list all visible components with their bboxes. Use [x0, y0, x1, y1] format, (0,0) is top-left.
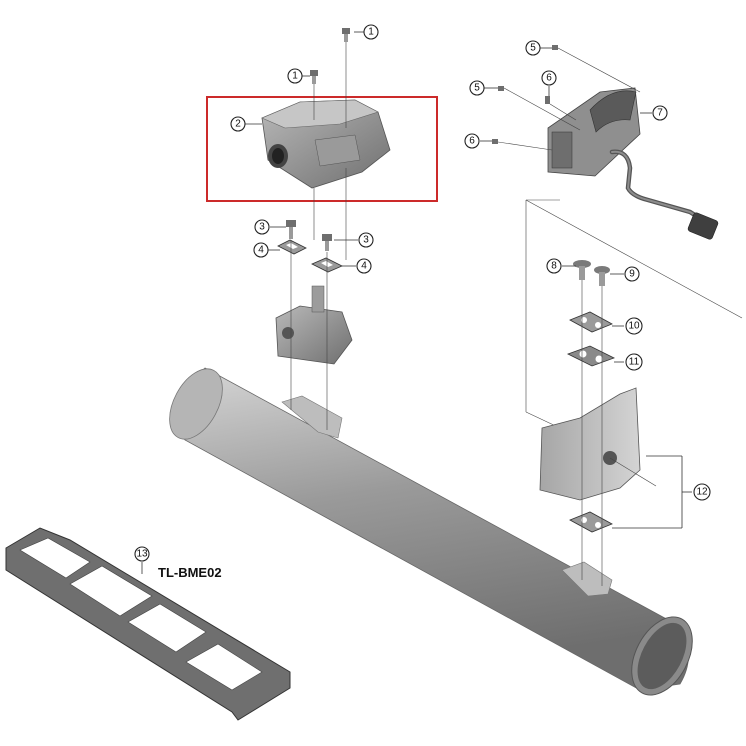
callout-12: 12: [693, 483, 711, 501]
svg-text:11: 11: [629, 357, 640, 368]
svg-text:7: 7: [657, 108, 663, 119]
callout-6-top: 6: [541, 70, 557, 86]
callout-6-left: 6: [464, 133, 480, 149]
svg-text:5: 5: [474, 83, 480, 94]
callout-1-left: 1: [287, 68, 303, 84]
tool-label: TL-BME02: [158, 565, 222, 580]
svg-text:4: 4: [258, 245, 264, 256]
screw-3-left[interactable]: [286, 220, 296, 239]
part-12-cover[interactable]: [539, 387, 641, 501]
screw-3-right[interactable]: [322, 234, 332, 251]
callout-8: 8: [546, 258, 562, 274]
assembly-axes: [290, 42, 657, 586]
callout-4-left: 4: [253, 242, 269, 258]
callout-7: 7: [652, 105, 668, 121]
screw-6-top[interactable]: [545, 96, 550, 104]
svg-text:1: 1: [368, 27, 374, 38]
svg-text:5: 5: [530, 43, 536, 54]
part-13-tool-plate[interactable]: [5, 527, 291, 721]
highlight-box: [206, 96, 438, 202]
svg-text:9: 9: [629, 269, 635, 280]
callout-5-top: 5: [525, 40, 541, 56]
screw-9[interactable]: [594, 266, 610, 286]
handlebar-tube: [169, 367, 693, 696]
svg-text:10: 10: [628, 321, 640, 332]
callout-13: 13: [134, 546, 150, 562]
svg-text:1: 1: [292, 71, 298, 82]
callout-3-right: 3: [358, 232, 374, 248]
callout-leaders: [141, 31, 692, 574]
callout-5-mid: 5: [469, 80, 485, 96]
svg-text:13: 13: [136, 549, 148, 560]
svg-text:3: 3: [363, 235, 369, 246]
svg-text:6: 6: [469, 136, 475, 147]
callout-2: 2: [230, 116, 246, 132]
svg-text:6: 6: [546, 73, 552, 84]
callout-3-left: 3: [254, 219, 270, 235]
gasket-10[interactable]: [569, 311, 613, 333]
screw-1-left[interactable]: [310, 70, 318, 84]
callout-10: 10: [625, 317, 643, 335]
callout-11: 11: [625, 353, 643, 371]
screw-5-mid[interactable]: [498, 86, 504, 91]
lower-clamp-bracket[interactable]: [275, 285, 353, 365]
svg-text:8: 8: [551, 261, 557, 272]
svg-text:12: 12: [696, 487, 708, 498]
callout-4-right: 4: [356, 258, 372, 274]
svg-text:3: 3: [259, 222, 265, 233]
callout-1-top: 1: [363, 24, 379, 40]
part-7-display-unit[interactable]: [547, 87, 719, 240]
callout-9: 9: [624, 266, 640, 282]
screw-6-left[interactable]: [492, 139, 498, 144]
screw-5-top[interactable]: [552, 45, 558, 50]
gasket-11[interactable]: [566, 345, 616, 367]
part-2-upper-housing[interactable]: [261, 99, 391, 189]
gasket-4-left[interactable]: [277, 239, 307, 255]
svg-text:2: 2: [235, 119, 241, 130]
gasket-12-lower[interactable]: [569, 511, 613, 533]
screw-1-top[interactable]: [342, 28, 350, 42]
screw-8[interactable]: [573, 260, 591, 280]
svg-text:4: 4: [361, 261, 367, 272]
